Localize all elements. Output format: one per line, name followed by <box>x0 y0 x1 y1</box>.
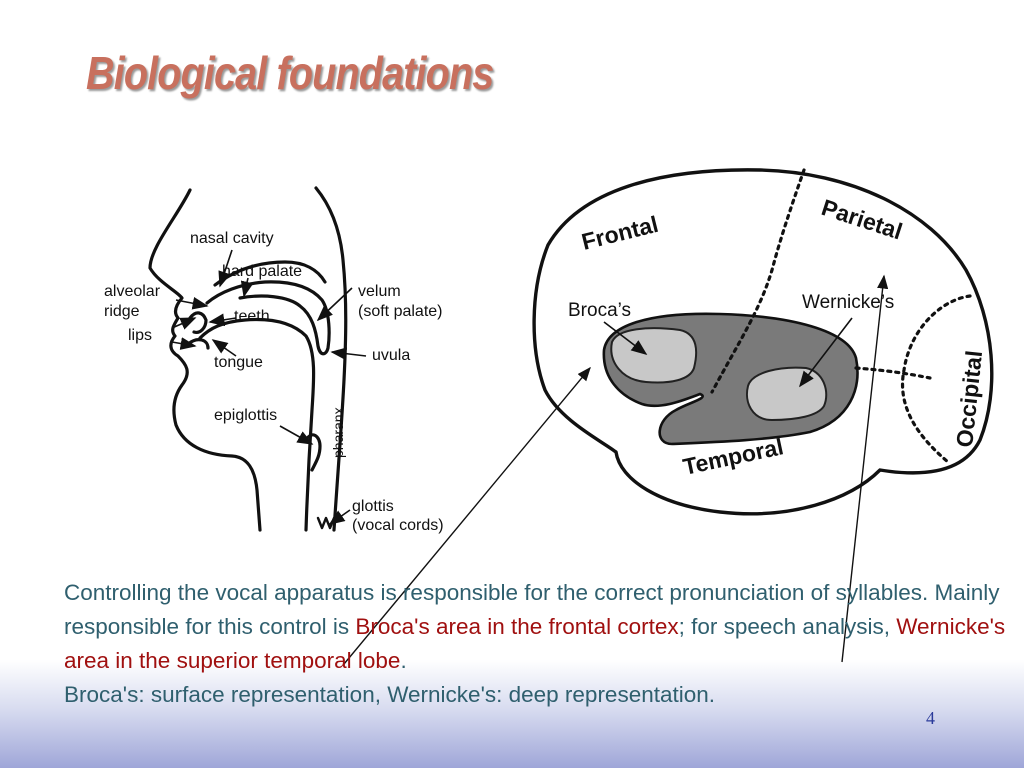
caption-highlight-broca: Broca's area in the frontal cortex <box>355 614 679 639</box>
label-alveolar: alveolar <box>104 283 161 300</box>
label-pharanx: pharanx <box>330 407 346 458</box>
label-teeth: teeth <box>234 308 270 325</box>
label-vocal-cords: (vocal cords) <box>352 517 444 534</box>
pharynx-back-wall <box>314 186 348 532</box>
nasal-cavity-line <box>213 260 327 287</box>
brain-diagram: Frontal Parietal Occipital Temporal Broc… <box>532 168 994 516</box>
label-wernicke: Wernicke’s <box>802 292 894 313</box>
tongue-line <box>198 317 316 532</box>
label-velum: velum <box>358 283 401 300</box>
page-number: 4 <box>926 708 935 728</box>
face-profile <box>148 188 262 532</box>
label-hard-palate: hard palate <box>222 263 302 280</box>
caption-pointer-arrows <box>343 274 889 665</box>
label-uvula: uvula <box>372 347 410 364</box>
label-glottis: glottis <box>352 498 394 515</box>
label-broca: Broca’s <box>568 300 631 321</box>
lower-lip-line <box>186 338 210 350</box>
caption-text-2: ; for speech analysis, <box>678 614 897 639</box>
label-ridge: ridge <box>104 303 140 320</box>
label-epiglottis: epiglottis <box>214 407 277 424</box>
vocal-tract-arrows <box>171 249 367 525</box>
bottom-gradient-band <box>0 660 1024 768</box>
vocal-tract-labels: nasal cavity hard palate alveolar ridge … <box>104 230 444 534</box>
caption-text-3: . <box>400 648 407 673</box>
label-soft-palate: (soft palate) <box>358 303 442 320</box>
slide-title: Biological foundations <box>86 47 494 99</box>
label-tongue: tongue <box>214 354 263 371</box>
caption-paragraph: Controlling the vocal apparatus is respo… <box>64 576 1014 712</box>
label-lips: lips <box>128 327 152 344</box>
vocal-tract-diagram <box>148 186 348 532</box>
hard-palate-line <box>205 280 331 356</box>
lobe-boundaries <box>710 168 972 464</box>
label-nasal-cavity: nasal cavity <box>190 230 274 247</box>
wernicke-area <box>746 366 828 422</box>
caption-text-line4: Broca's: surface representation, Wernick… <box>64 682 716 707</box>
lips-line <box>188 311 208 334</box>
caption-text-1: Controlling the vocal apparatus is respo… <box>64 580 1000 639</box>
caption-highlight-wernicke: Wernicke's area in the superior temporal… <box>64 614 1006 673</box>
